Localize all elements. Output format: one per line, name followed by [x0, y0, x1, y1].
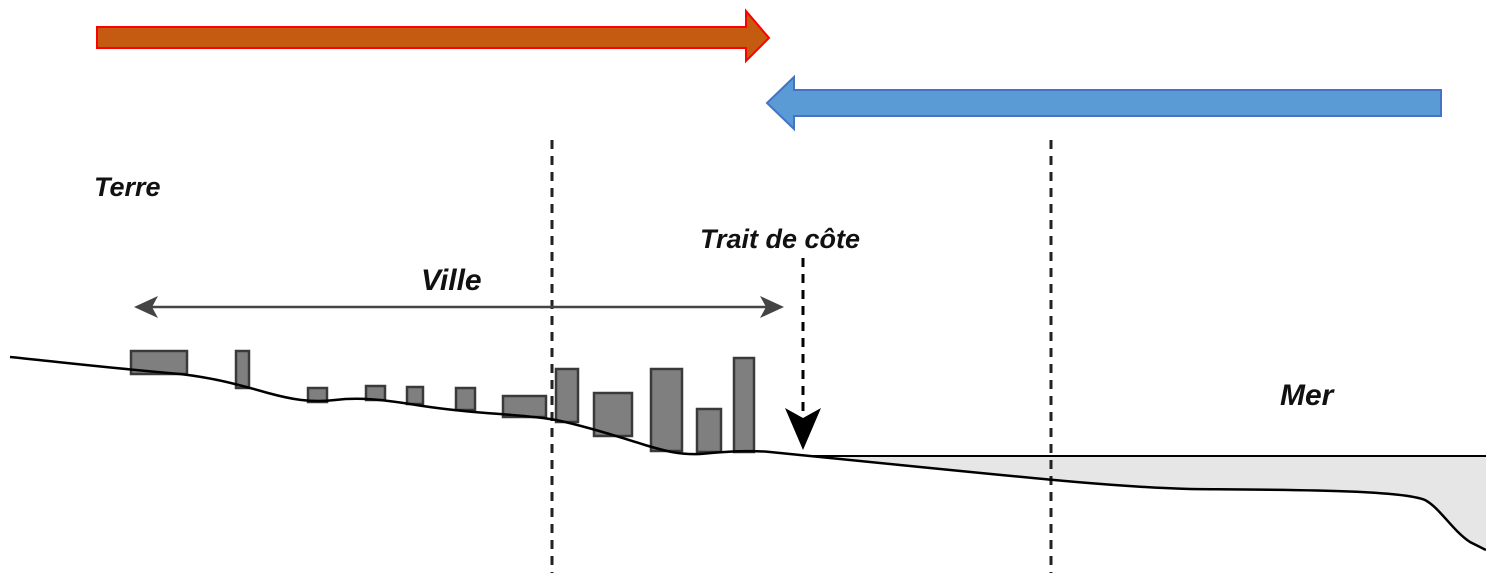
land-label: Terre — [94, 172, 161, 202]
land-influence-arrow — [96, 8, 771, 64]
ground-profile — [9, 355, 1486, 552]
coastline-label: Trait de côte — [700, 224, 860, 254]
building — [364, 384, 387, 402]
building — [732, 356, 756, 454]
building — [554, 367, 580, 424]
city-label: Ville — [421, 264, 482, 297]
building — [234, 349, 251, 390]
double-arrow-icon — [760, 296, 784, 318]
building — [129, 349, 189, 376]
sea-label: Mer — [1280, 379, 1336, 412]
building — [592, 391, 634, 438]
coastline-pointer — [785, 258, 821, 450]
building — [405, 385, 425, 406]
building — [649, 367, 684, 453]
buildings — [129, 349, 756, 454]
city-extent-double-arrow — [134, 296, 784, 318]
sea-water — [810, 456, 1486, 548]
double-arrow-icon — [134, 296, 158, 318]
building — [695, 407, 723, 454]
arrow-down-icon — [785, 408, 821, 450]
building — [454, 386, 477, 412]
sea-influence-arrow — [765, 74, 1442, 132]
